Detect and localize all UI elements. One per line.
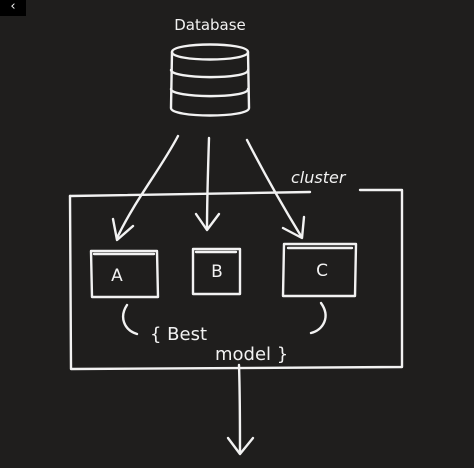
output-arrow: [226, 363, 255, 456]
database-label: Database: [174, 16, 246, 34]
arrow-to-a: [111, 134, 180, 242]
node-a: A: [89, 249, 160, 299]
right-bracket: [309, 301, 327, 335]
node-a-label: A: [111, 266, 123, 286]
cluster-box: [68, 188, 404, 371]
cluster-label: cluster: [291, 168, 347, 187]
node-c: C: [281, 242, 358, 298]
node-b: B: [191, 247, 242, 296]
back-button[interactable]: ‹: [0, 0, 26, 16]
chevron-left-icon: ‹: [10, 0, 16, 14]
cluster-box-top: [68, 190, 312, 198]
best-model-line1: { Best: [150, 324, 207, 345]
node-b-label: B: [211, 262, 223, 282]
database-icon: [169, 43, 251, 117]
node-c-label: C: [316, 261, 328, 281]
left-bracket: [122, 303, 139, 336]
best-model-line2: model }: [215, 344, 288, 365]
arrow-to-c: [245, 138, 306, 240]
arrow-to-b: [194, 136, 221, 232]
